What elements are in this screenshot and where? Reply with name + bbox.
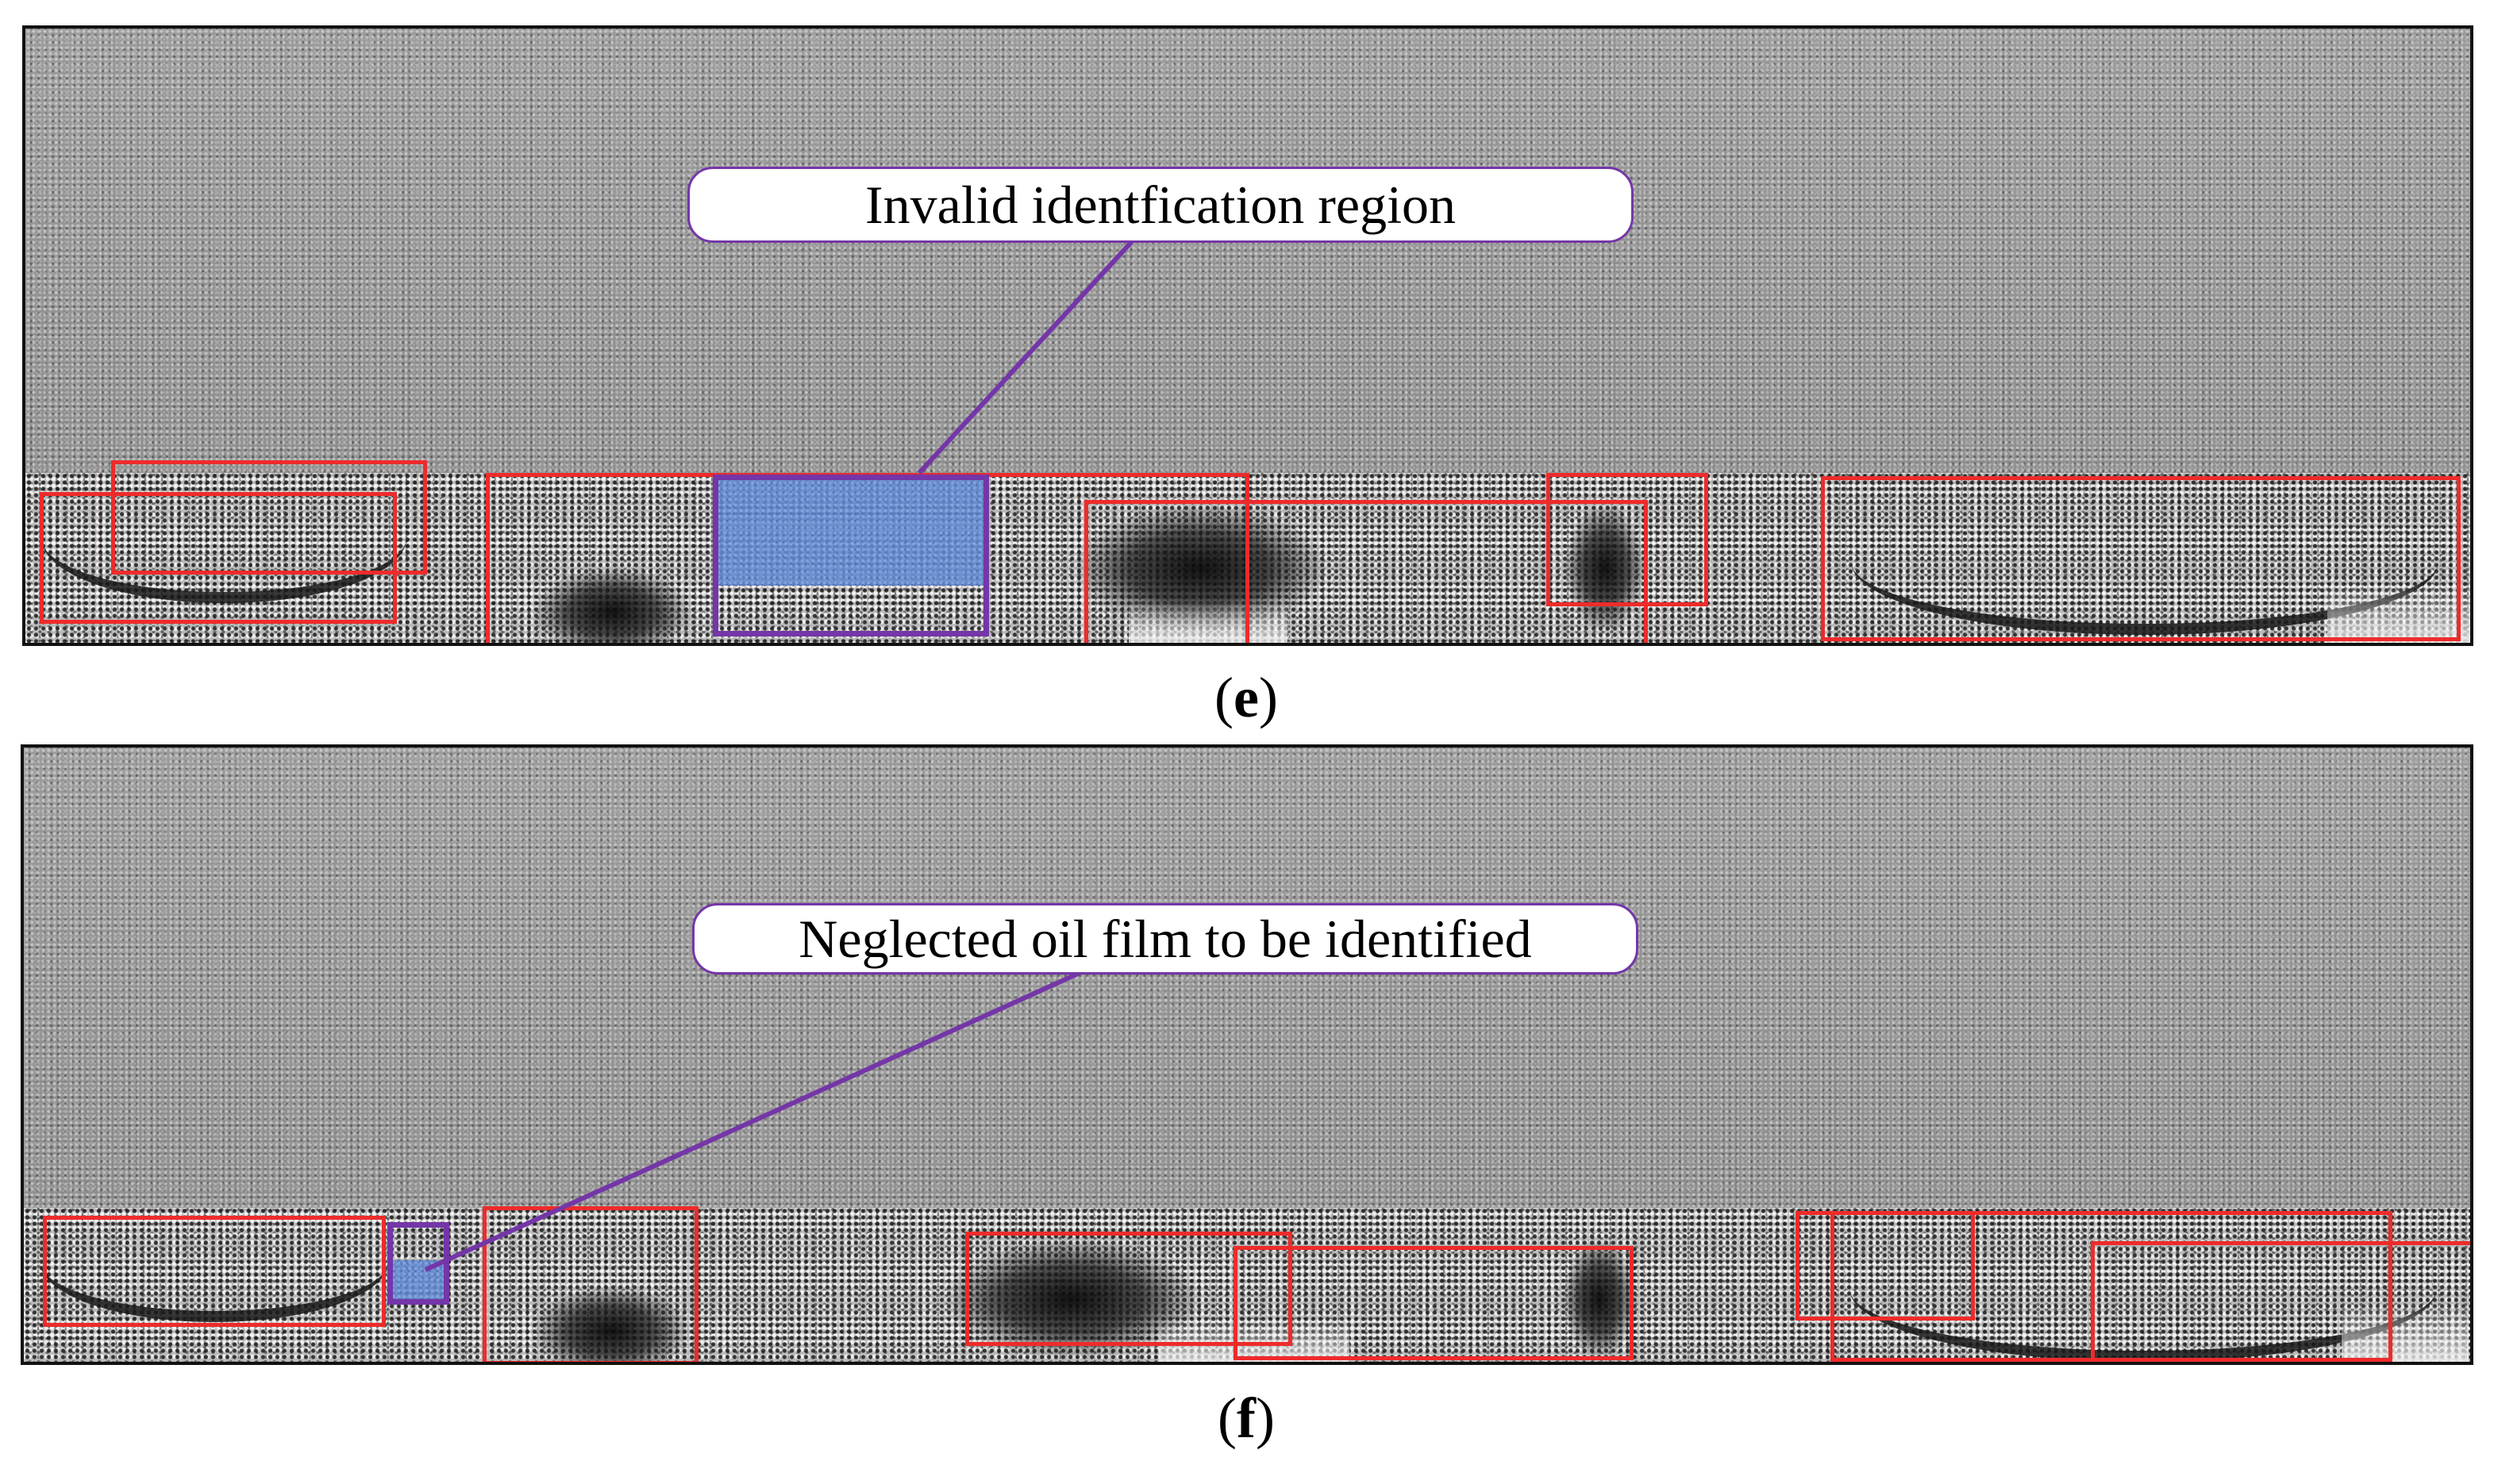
sonar-image-panel-e — [22, 25, 2473, 646]
detection-box — [111, 460, 427, 575]
callout-invalid-region: Invalid identfication region — [687, 167, 1634, 243]
panel-label-e: e — [1234, 666, 1259, 729]
detection-box — [1821, 476, 2461, 641]
panel-caption-e: (e) — [1214, 666, 1278, 729]
detection-box — [483, 1206, 699, 1362]
panel-caption-f: (f) — [1218, 1386, 1275, 1450]
bright-patch — [2327, 584, 2470, 643]
detection-box — [1546, 473, 1708, 606]
neglected-oil-film-box — [387, 1222, 449, 1305]
dark-spot — [1565, 505, 1645, 632]
detection-box — [1234, 1246, 1634, 1360]
dark-spot — [1564, 1240, 1635, 1359]
panel-label-f: f — [1237, 1386, 1256, 1450]
bright-patch — [2342, 1303, 2469, 1362]
detection-box — [1084, 500, 1648, 643]
bright-patch — [1159, 1319, 1349, 1362]
bright-patch — [1129, 600, 1287, 643]
invalid-region-fill — [716, 475, 986, 586]
detection-box — [40, 492, 397, 624]
sonar-image-panel-f — [21, 744, 2473, 1365]
detection-box — [2091, 1241, 2470, 1362]
detection-box — [1830, 1211, 2392, 1362]
invalid-region-box — [713, 475, 989, 636]
detection-box — [43, 1216, 386, 1327]
callout-neglected-oil-film: Neglected oil film to be identified — [692, 903, 1638, 975]
dark-spot — [532, 1287, 691, 1362]
detection-box — [965, 1232, 1292, 1346]
dark-spot — [533, 568, 692, 643]
